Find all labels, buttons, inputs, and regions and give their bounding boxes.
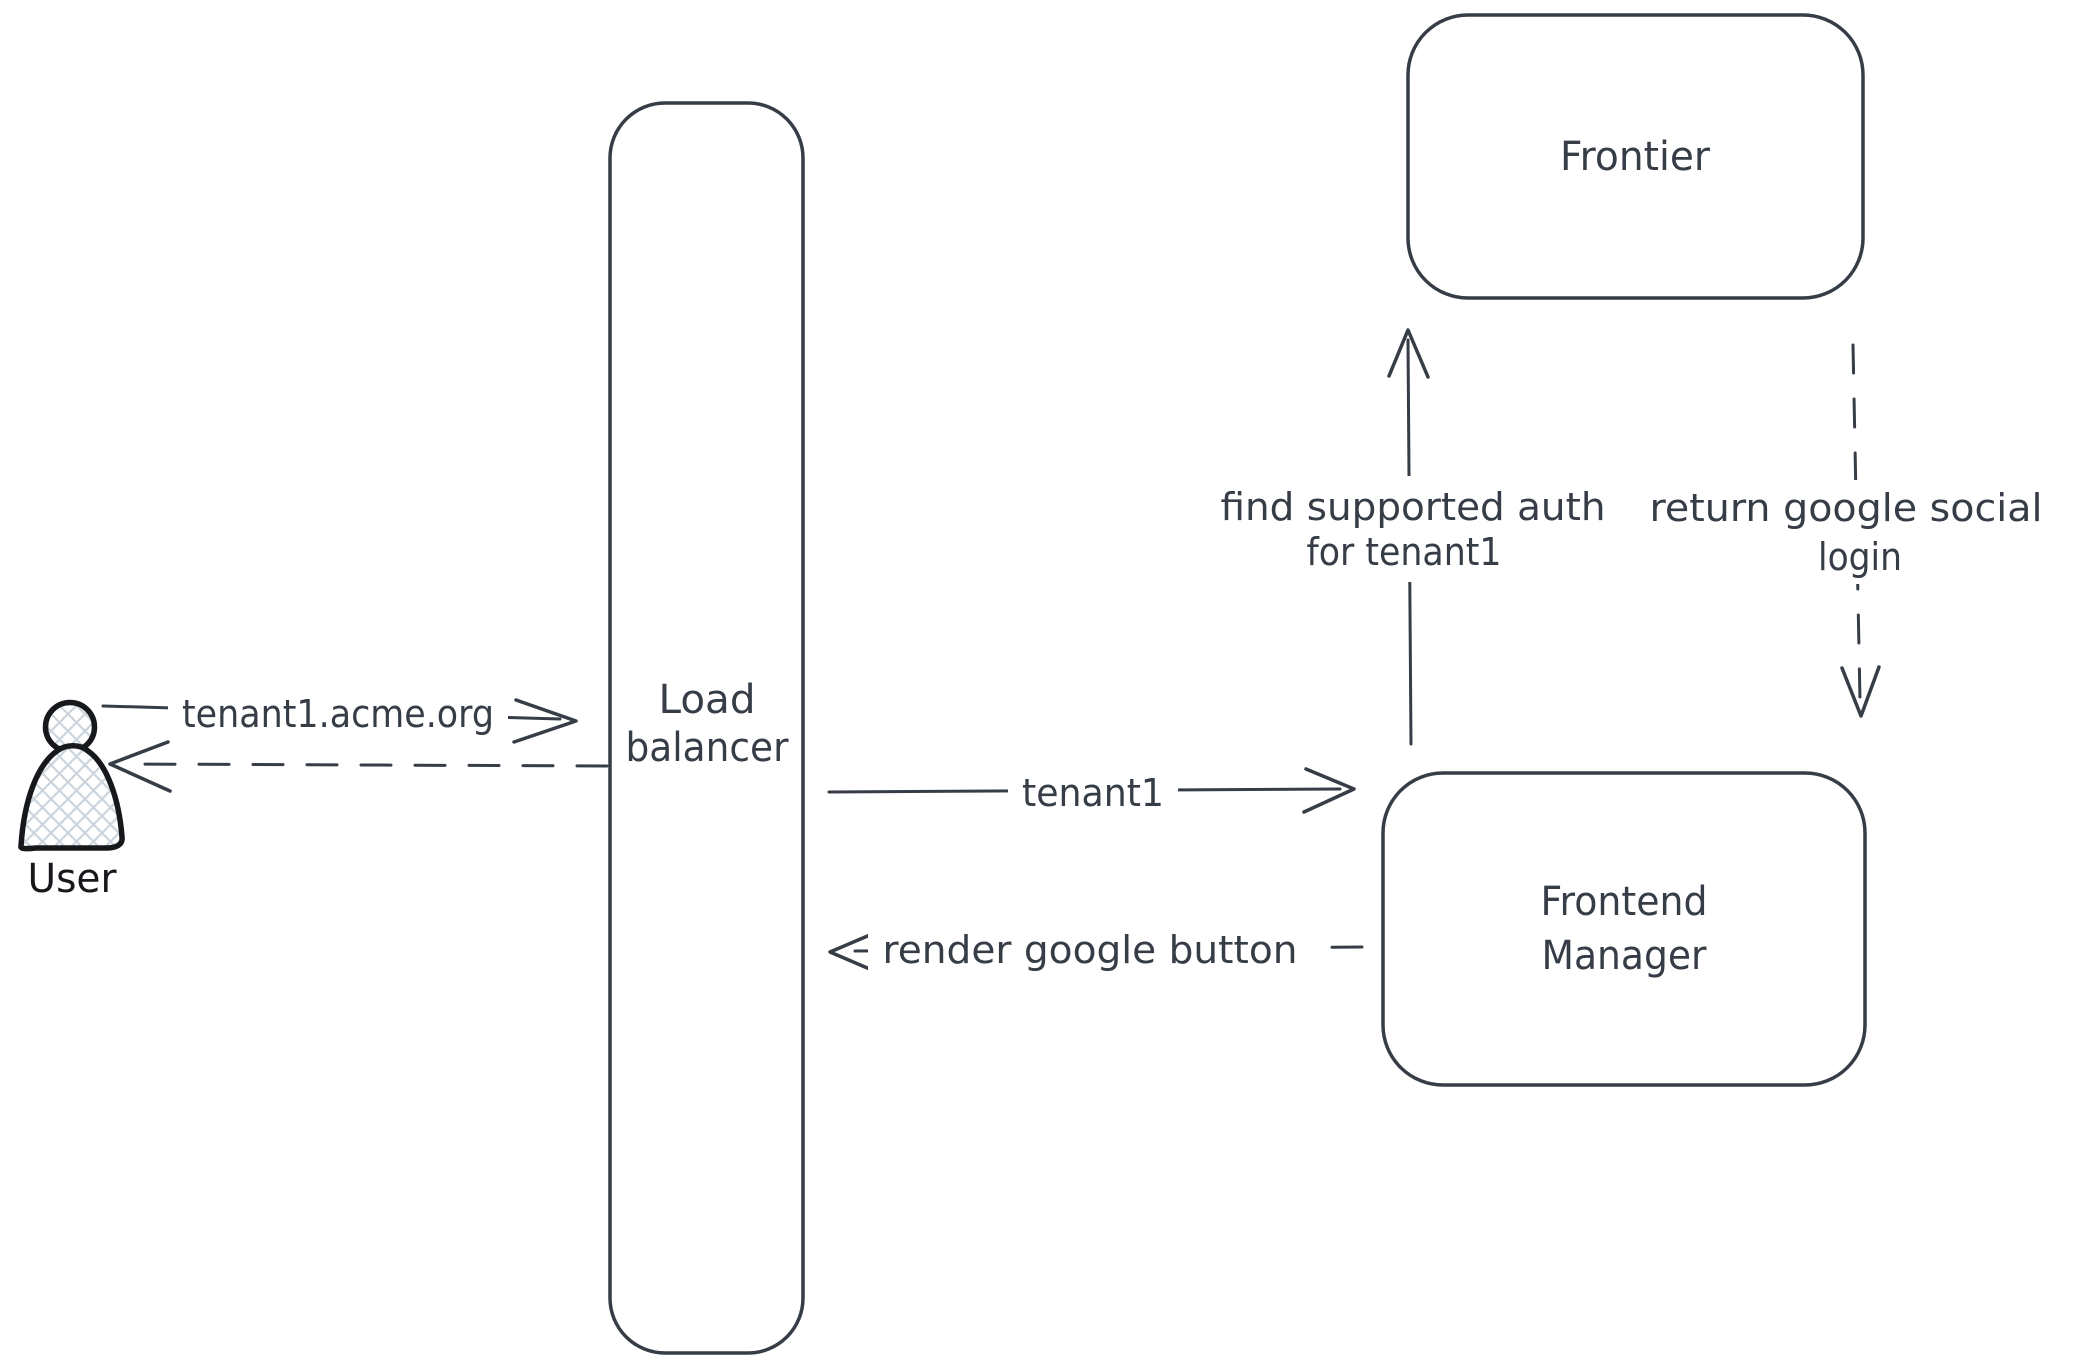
user-label: User xyxy=(28,856,118,902)
edge-label-bg xyxy=(1200,476,1630,582)
edge-load-balancer-to-frontend-manager-label: tenant1 xyxy=(1022,771,1164,815)
down-arrowhead-icon xyxy=(1840,665,1881,718)
left-arrowhead-icon xyxy=(108,740,172,793)
up-arrowhead-icon xyxy=(1387,328,1430,379)
edge-label-bg xyxy=(868,920,1312,978)
edge-frontier-to-frontend-manager[interactable]: return google social login xyxy=(1634,343,2058,718)
right-arrowhead-icon xyxy=(1302,767,1356,814)
edge-label-bg xyxy=(1008,764,1178,820)
edge-frontend-manager-to-load-balancer[interactable]: render google button xyxy=(828,920,1364,978)
node-load-balancer[interactable]: Load balancer xyxy=(608,101,805,1355)
node-frontend-manager[interactable]: Frontend Manager xyxy=(1381,771,1867,1087)
node-frontier[interactable]: Frontier xyxy=(1406,13,1865,300)
frontend-manager-label-line2: Manager xyxy=(1542,933,1708,979)
user-body-icon xyxy=(18,743,125,852)
frontier-label: Frontier xyxy=(1560,134,1711,180)
edge-label-bg xyxy=(1634,480,2058,584)
edge-frontier-to-frontend-manager-label-line2: login xyxy=(1818,535,1902,579)
edge-frontend-manager-to-load-balancer-label: render google button xyxy=(883,928,1298,972)
edge-load-balancer-to-user[interactable] xyxy=(108,740,609,793)
load-balancer-label-line2: balancer xyxy=(626,725,790,771)
edge-frontend-manager-to-frontier-label-line2: for tenant1 xyxy=(1307,530,1502,574)
edge-load-balancer-to-user-shaft[interactable] xyxy=(128,762,609,768)
edge-load-balancer-to-frontend-manager[interactable]: tenant1 xyxy=(827,764,1356,820)
edge-frontend-manager-to-frontier-label-line1: find supported auth xyxy=(1221,485,1606,529)
load-balancer-box[interactable] xyxy=(608,101,805,1355)
edge-user-to-load-balancer-label: tenant1.acme.org xyxy=(182,692,494,736)
edge-user-to-load-balancer[interactable]: tenant1.acme.org xyxy=(101,684,578,744)
load-balancer-label-line1: Load xyxy=(659,677,756,723)
edge-frontier-to-frontend-manager-label-line1: return google social xyxy=(1650,486,2043,530)
frontend-manager-box[interactable] xyxy=(1381,771,1867,1087)
right-arrowhead-icon xyxy=(512,698,578,744)
node-user[interactable]: User xyxy=(18,699,125,903)
frontend-manager-label-line1: Frontend xyxy=(1541,879,1708,925)
left-arrowhead-icon xyxy=(828,927,888,978)
frontier-box[interactable] xyxy=(1406,13,1865,300)
edge-label-bg xyxy=(168,684,508,742)
edge-frontend-manager-to-frontier[interactable]: find supported auth for tenant1 xyxy=(1200,328,1630,746)
